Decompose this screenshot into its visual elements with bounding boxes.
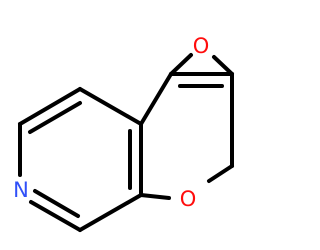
bond-c1-c2-inner: [28, 101, 82, 134]
bond-c9-o: [207, 164, 234, 183]
bond-c5-n-inner: [33, 189, 80, 218]
bond-c3-c7: [139, 72, 173, 126]
bond-c4-c5: [78, 193, 143, 232]
ring-oxygen-label: O: [180, 187, 197, 211]
bond-c1-c2: [18, 87, 82, 126]
epoxide-oxygen-label: O: [193, 34, 210, 58]
bond-c2-c3: [78, 87, 143, 126]
bonds: [18, 53, 234, 232]
bond-c7-o-epoxide: [169, 53, 193, 76]
chemical-structure-diagram: O O N: [13, 34, 234, 232]
bond-c8-o-epoxide: [212, 55, 234, 76]
bond-o-c4: [139, 193, 171, 200]
pyridine-nitrogen-label: N: [13, 178, 29, 202]
bond-c5-n: [29, 200, 82, 232]
